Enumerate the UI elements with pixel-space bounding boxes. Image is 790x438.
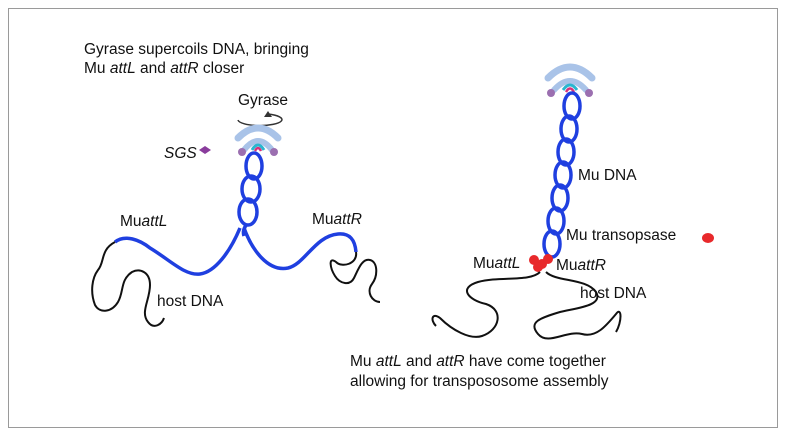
- sgs-label: SGS: [164, 145, 197, 162]
- host-dna-left-a: [91, 241, 165, 327]
- mu-dna-arm-attL: [113, 227, 242, 276]
- right-host-dna-label: host DNA: [580, 285, 647, 302]
- mu-dna-label: Mu DNA: [578, 167, 637, 184]
- rotation-arrow: [237, 113, 283, 127]
- gyrase-complex-right-icon: [544, 63, 596, 97]
- host-dna-left-b: [329, 251, 381, 303]
- left-host-dna-label: host DNA: [157, 293, 224, 310]
- left-caption-line1: Gyrase supercoils DNA, bringing: [84, 41, 309, 58]
- host-dna-right-a: [431, 271, 541, 338]
- figure-frame: [8, 8, 778, 428]
- right-caption-line2: allowing for transpososome assembly: [350, 373, 609, 390]
- right-muattL-label: MuattL: [473, 255, 520, 272]
- right-muattR-label: MuattR: [556, 257, 606, 274]
- transposase-cluster-icon: [529, 254, 553, 272]
- rotation-arrowhead: [264, 111, 272, 117]
- left-muattR-label: MuattR: [312, 211, 362, 228]
- sgs-icon: [199, 146, 211, 154]
- left-caption-line2: Mu attL and attR closer: [84, 60, 244, 77]
- mu-dna-supercoil-left: [237, 151, 264, 237]
- gyrase-label: Gyrase: [238, 92, 288, 109]
- left-muattL-label: MuattL: [120, 213, 167, 230]
- right-caption-line1: Mu attL and attR have come together: [350, 353, 606, 370]
- mu-dna-supercoil-right: [542, 91, 582, 259]
- left-panel: Gyrase supercoils DNA, bringing Mu attL …: [84, 41, 381, 327]
- transposase-legend-icon: [702, 233, 714, 243]
- host-dna-right-b: [533, 271, 622, 340]
- right-panel: Mu DNA Mu transopsase MuattL MuattR host…: [350, 63, 714, 390]
- transposase-label: Mu transopsase: [566, 227, 676, 244]
- mu-dna-arm-attR: [242, 227, 358, 271]
- gyrase-complex-icon: [234, 124, 282, 156]
